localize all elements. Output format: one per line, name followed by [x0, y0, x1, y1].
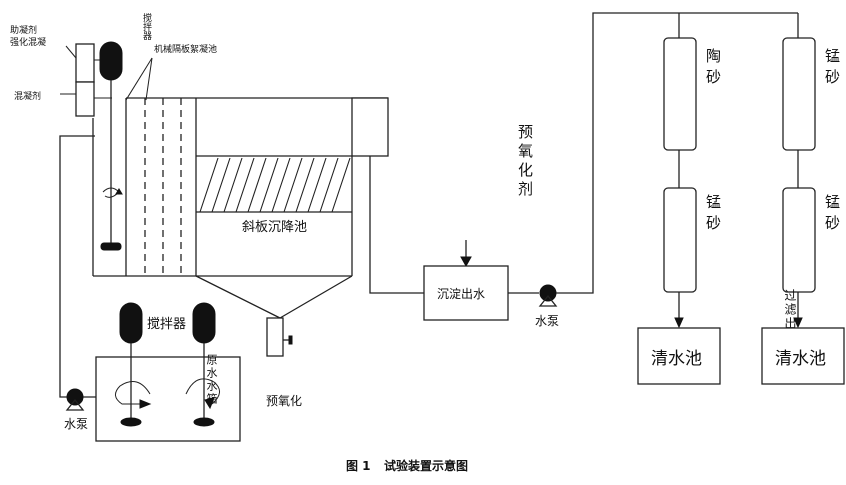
bottom-stirrer-right-motor: [192, 302, 216, 344]
plate: [331, 157, 351, 213]
anticoagulant-leader: [65, 45, 77, 59]
anticoagulant-box: [75, 43, 95, 83]
plate: [295, 157, 315, 213]
hopper-left: [195, 275, 281, 319]
settler-outlet-box: [351, 97, 389, 157]
floc-leader-1: [125, 57, 153, 101]
left-pump-base: [65, 398, 85, 411]
col1-manganese: [663, 187, 697, 293]
left-rotation-arrow: [115, 381, 151, 405]
hopper-right: [279, 275, 353, 319]
right-pump-body: [539, 284, 557, 302]
plate: [223, 157, 243, 213]
figure-title: 试验装置示意图: [384, 458, 468, 473]
preoxidation-label: 预氧化: [266, 394, 302, 408]
plate: [283, 157, 303, 213]
plate: [319, 157, 339, 213]
mech-flocculation-label: 机械隔板絮凝池: [154, 43, 217, 55]
inclined-plates: [199, 157, 351, 213]
left-pump-label: 水泵: [64, 417, 88, 431]
bottom-stirrer-left: [115, 302, 152, 427]
right-rotation-arrow: [185, 378, 220, 405]
plate: [307, 157, 327, 213]
clear-tank-1-label: 清水池: [651, 349, 702, 369]
top-stirrer-rotation-arrowhead: [115, 188, 123, 195]
plate: [199, 157, 219, 213]
pump-to-floc-pipe: [59, 135, 95, 398]
settler-to-outlet-pipe: [369, 156, 424, 294]
raw-water-tank: [95, 356, 241, 442]
dosing-boxes: [60, 43, 112, 117]
sedimentation-outlet-label: 沉淀出水: [437, 287, 485, 301]
inclined-plate-settler: [195, 97, 389, 357]
plate: [211, 157, 231, 213]
sedimentation-outlet-box: [423, 265, 509, 321]
col1-ceramsite: [663, 37, 697, 151]
left-rotation-arrowhead: [139, 399, 152, 409]
bottom-stirrer-left-impeller: [120, 417, 142, 427]
sludge-outlet: [266, 317, 284, 357]
right-pump-label: 水泵: [535, 314, 559, 328]
preoxidant-label: 预氧化剂: [458, 124, 534, 197]
coagulant-box: [75, 81, 95, 117]
bottom-stirrer-right-impeller: [193, 417, 215, 427]
anticoagulant-label: 助凝剂: [10, 24, 37, 36]
coagulant-label: 混凝剂: [14, 90, 41, 102]
preoxidant-arrowhead: [460, 256, 472, 268]
figure-number: 图 1: [346, 459, 371, 473]
plate: [247, 157, 267, 213]
col1-outlet-arrowhead: [674, 317, 684, 329]
clear-tank-2: [761, 327, 845, 385]
inclined-plate-settler-label: 斜板沉降池: [242, 220, 307, 235]
bottom-stirrer-left-motor: [119, 302, 143, 344]
flocculation-tank: [92, 57, 352, 277]
top-stirrer: [99, 41, 123, 251]
sludge-valve: [288, 335, 293, 345]
pump-to-filters-pipe: [556, 12, 798, 294]
top-stirrer-impeller: [100, 242, 122, 251]
clear-tank-1: [637, 327, 721, 385]
right-rotation-arrowhead: [204, 397, 215, 410]
stirrer-bottom-label: 搅拌器: [147, 316, 186, 332]
enhanced-coagulation-label: 强化混凝: [10, 36, 46, 48]
bottom-stirrer-right: [185, 302, 220, 427]
plate: [235, 157, 255, 213]
left-pump-body: [66, 388, 84, 406]
plate: [271, 157, 291, 213]
col2-outlet-arrowhead: [793, 317, 803, 329]
plate: [259, 157, 279, 213]
col2-manganese-bottom: [782, 187, 816, 293]
top-stirrer-motor: [99, 41, 123, 81]
clear-tank-2-label: 清水池: [775, 349, 826, 369]
right-pump-base: [538, 294, 558, 307]
stirrer-top-label: 搅拌器: [124, 12, 152, 40]
col2-manganese-top: [782, 37, 816, 151]
floc-leader-2: [145, 57, 153, 101]
